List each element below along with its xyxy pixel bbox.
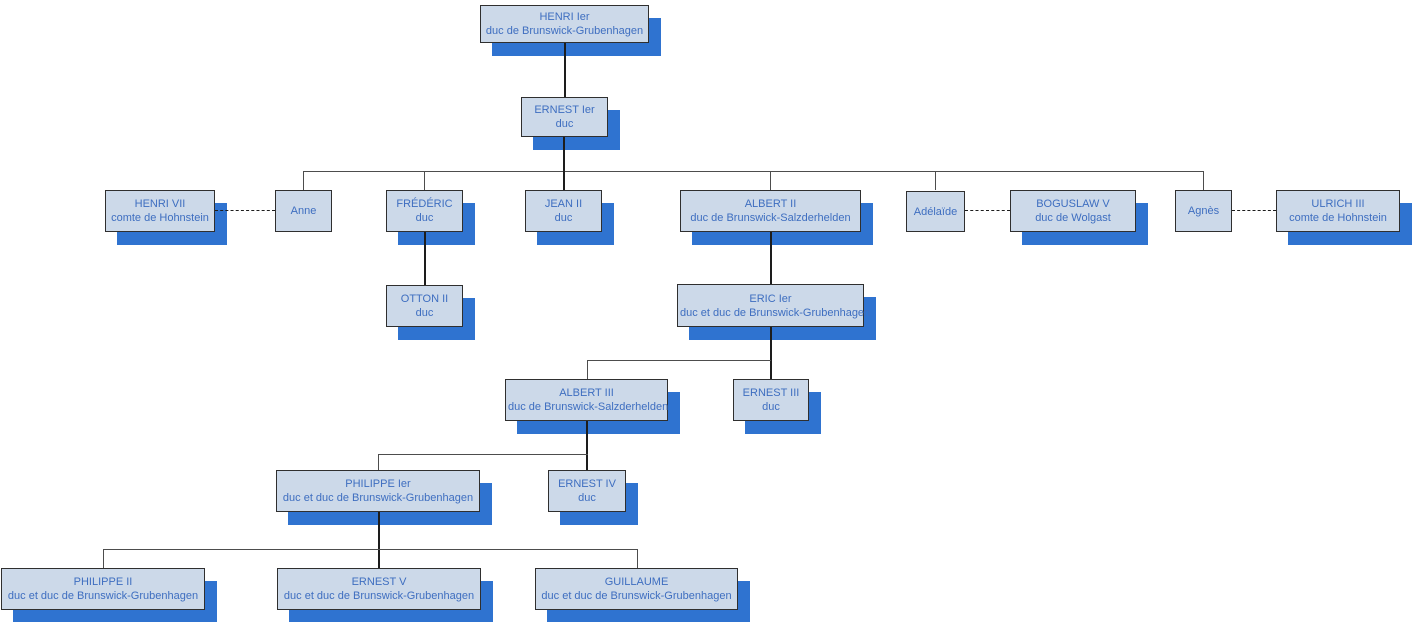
drop-guillaume [637,549,638,568]
node-name: Agnès [1187,205,1220,217]
marriage-line-adelaide-boguslaw [965,210,1010,211]
node-title: duc et duc de Brunswick-Grubenhagen [282,492,474,504]
drop-frederic [424,171,425,190]
node-albert-iii[interactable]: ALBERT III duc de Brunswick-Salzderhelde… [505,379,668,421]
node-guillaume[interactable]: GUILLAUME duc et duc de Brunswick-Gruben… [535,568,738,610]
node-ernest-iii[interactable]: ERNEST III duc [733,379,809,421]
rail-albert3-children [378,454,588,455]
node-henri-vii[interactable]: HENRI VII comte de Hohnstein [105,190,215,232]
node-otton-ii[interactable]: OTTON II duc [386,285,463,327]
connector-frederic-otton2 [424,232,426,285]
drop-adelaide [935,171,936,190]
node-agnes[interactable]: Agnès [1175,190,1232,232]
node-title: duc [555,118,574,130]
connector-eric1-ernest3 [770,327,772,379]
node-name: Anne [290,205,317,217]
node-name: PHILIPPE II [73,576,133,588]
drop-jean2 [563,171,565,190]
node-name: HENRI VII [134,198,186,210]
node-name: ERIC Ier [749,292,792,305]
drop-anne [303,171,304,190]
node-name: FRÉDÉRIC [396,198,453,210]
connector-philippe1-ernest5 [378,512,380,568]
node-title: duc [415,307,434,319]
node-name: Adélaïde [913,205,958,218]
node-title: duc [578,492,596,504]
node-name: PHILIPPE Ier [345,478,411,490]
rail-ernest1-children [303,171,1204,172]
marriage-line-agnes-ulrich3 [1232,210,1276,211]
node-name: ERNEST V [351,576,407,588]
node-title: duc et duc de Brunswick-Grubenhagen [283,590,475,602]
node-eric-ier[interactable]: ERIC Ier duc et duc de Brunswick-Grubenh… [677,284,871,327]
node-title: duc de Brunswick-Salzderhelden [508,401,669,413]
connector-henri1-ernest1 [564,43,566,97]
node-jean-ii[interactable]: JEAN II duc [525,190,602,232]
node-name: ULRICH III [1311,198,1365,210]
drop-philippe2 [103,549,104,568]
node-title: duc et duc de Brunswick-Grubenhagen [680,306,871,319]
node-frederic[interactable]: FRÉDÉRIC duc [386,190,463,232]
drop-albert2 [770,171,771,190]
connector-albert2-eric1 [770,232,772,284]
node-name: ERNEST Ier [534,104,595,116]
connector-albert3-ernest4 [586,421,588,470]
node-title: duc et duc de Brunswick-Grubenhagen [7,590,199,602]
node-name: GUILLAUME [604,576,669,588]
node-title: duc [415,212,434,224]
node-name: JEAN II [544,198,583,210]
node-henri-ier[interactable]: HENRI Ier duc de Brunswick-Grubenhagen [480,5,649,43]
node-name: OTTON II [400,293,449,305]
node-name: HENRI Ier [539,11,590,23]
node-title: duc et duc de Brunswick-Grubenhagen [541,590,732,602]
node-title: comte de Hohnstein [1289,212,1387,224]
rail-philippe1-children [103,549,638,550]
marriage-line-henri7-anne [215,210,275,211]
node-title: duc [762,401,780,413]
node-name: ALBERT II [744,198,797,210]
node-title: duc [554,212,573,224]
connector-ernest1-stub [563,137,565,171]
rail-eric1-children [587,360,771,361]
node-title: duc de Brunswick-Grubenhagen [485,25,644,37]
node-name: ALBERT III [559,387,614,399]
node-philippe-ier[interactable]: PHILIPPE Ier duc et duc de Brunswick-Gru… [276,470,480,512]
node-anne[interactable]: Anne [275,190,332,232]
node-ernest-iv[interactable]: ERNEST IV duc [548,470,626,512]
drop-agnes [1203,171,1204,190]
node-title: duc de Wolgast [1035,212,1111,224]
node-name: ERNEST IV [558,478,616,490]
node-ulrich-iii[interactable]: ULRICH III comte de Hohnstein [1276,190,1400,232]
node-philippe-ii[interactable]: PHILIPPE II duc et duc de Brunswick-Grub… [1,568,205,610]
node-title: duc de Brunswick-Salzderhelden [690,212,851,224]
node-ernest-ier[interactable]: ERNEST Ier duc [521,97,608,137]
node-title: comte de Hohnstein [111,212,209,224]
node-boguslaw-v[interactable]: BOGUSLAW V duc de Wolgast [1010,190,1136,232]
node-ernest-v[interactable]: ERNEST V duc et duc de Brunswick-Grubenh… [277,568,481,610]
drop-albert3 [587,360,588,379]
drop-philippe1 [378,454,379,470]
node-albert-ii[interactable]: ALBERT II duc de Brunswick-Salzderhelden [680,190,861,232]
node-name: BOGUSLAW V [1036,198,1110,210]
node-name: ERNEST III [742,387,800,399]
node-adelaide[interactable]: Adélaïde [906,191,965,232]
